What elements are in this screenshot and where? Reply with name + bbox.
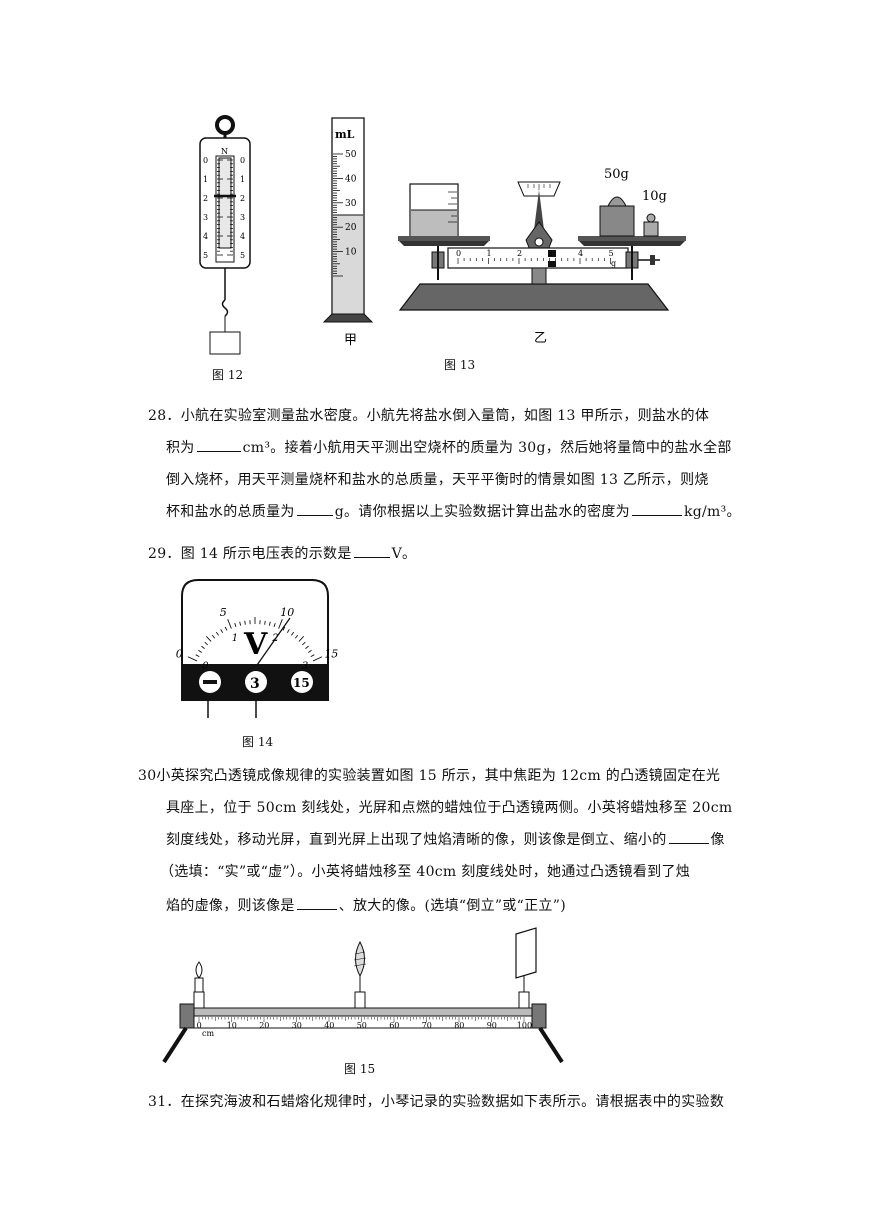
spring-scale-label-left: 5 (203, 251, 208, 260)
spring-scale-label-right: 0 (240, 156, 245, 165)
bench-tick-label: 90 (487, 1021, 497, 1030)
balance-label: 乙 (534, 331, 547, 346)
question-31-number: 31． (148, 1094, 181, 1110)
voltmeter-inner-label: 3 (302, 661, 308, 672)
beam-tick-label: 2 (517, 249, 522, 258)
question-28-line-3: 倒入烧杯，用天平测量烧杯和盐水的总质量，天平平衡时的情景如图 13 乙所示，则烧 (166, 472, 709, 488)
beam-tick-label: 0 (456, 249, 461, 258)
answer-blank-voltage[interactable] (353, 543, 390, 558)
question-30-line-4: （选填：“实”或“虚”）。小英将蜡烛移至 40cm 刻度线处时，她通过凸透镜看到… (160, 864, 691, 880)
voltmeter-outer-label: 10 (280, 606, 294, 619)
terminal-15: 15 (293, 676, 310, 690)
question-30-line-3: 刻度线处，移动光屏，直到光屏上出现了烛焰清晰的像，则该像是倒立、缩小的像 (166, 824, 725, 856)
terminal-3: 3 (250, 676, 260, 692)
voltmeter-symbol: V (243, 627, 268, 662)
cylinder-label: 甲 (344, 333, 357, 348)
beam-tick-label: 5 (609, 249, 614, 258)
figure-14-voltmeter: 0510150123 V 3 15 (176, 579, 338, 718)
weight-small-label: 10g (642, 189, 667, 204)
bench-unit: cm (202, 1029, 214, 1038)
figure-15-optical-bench: 0 10 20 30 40 50 60 70 80 90 100 cm (162, 927, 564, 1064)
question-28-number: 28． (148, 408, 181, 424)
answer-blank-orientation[interactable] (296, 895, 337, 910)
bench-tick-label: 0 (197, 1021, 202, 1030)
figure-13-graduated-cylinder: mL 50 40 30 20 10 甲 (322, 117, 374, 348)
question-30-number: 30 (138, 768, 157, 784)
voltmeter-outer-label: 5 (220, 606, 227, 619)
cylinder-tick-label: 40 (345, 174, 357, 184)
bench-tick-label: 70 (422, 1021, 432, 1030)
figure-13-balance: 50g 10g 0 1 2 3 4 5 g 乙 (398, 167, 686, 346)
answer-blank-total-mass[interactable] (296, 501, 333, 516)
weight-large-label: 50g (604, 167, 629, 182)
answer-blank-image-type[interactable] (668, 829, 709, 844)
answer-blank-volume[interactable] (196, 437, 241, 452)
figure-15-caption: 图 15 (344, 1062, 376, 1076)
question-30-line-2: 具座上，位于 50cm 刻线处，光屏和点燃的蜡烛位于凸透镜两侧。小英将蜡烛移至 … (166, 800, 733, 816)
voltmeter-inner-label: 0 (202, 661, 209, 672)
spring-scale-label-left: 2 (203, 194, 208, 203)
spring-scale-label-left: 4 (203, 232, 208, 241)
cylinder-tick-label: 50 (345, 150, 357, 160)
cylinder-unit: mL (335, 128, 355, 141)
bench-tick-label: 20 (259, 1021, 269, 1030)
question-31: 31．在探究海波和石蜡熔化规律时，小琴记录的实验数据如下表所示。请根据表中的实验… (148, 1094, 725, 1110)
terminal-negative (203, 680, 217, 684)
beam-tick-label: 3 (548, 249, 553, 258)
cylinder-tick-label: 10 (345, 248, 357, 258)
beam-tick-label: 4 (578, 249, 583, 258)
bench-tick-label: 40 (324, 1021, 334, 1030)
figure-12-spring-scale: N 0 1 2 3 4 5 0 1 2 3 4 5 (199, 115, 251, 355)
cylinder-tick-label: 30 (345, 199, 357, 209)
question-30-line-5: 焰的虚像，则该像是、放大的像。(选填“倒立”或“正立”) (166, 890, 566, 922)
figure-14-caption: 图 14 (242, 735, 274, 749)
bench-tick-label: 80 (454, 1021, 464, 1030)
voltmeter-inner-label: 1 (232, 633, 238, 644)
voltmeter-outer-label: 0 (176, 647, 183, 660)
spring-scale-label-right: 3 (240, 213, 245, 222)
spring-scale-label-left: 1 (203, 175, 208, 184)
bench-tick-label: 60 (389, 1021, 399, 1030)
spring-scale-label-left: 0 (203, 156, 208, 165)
bench-tick-label: 30 (292, 1021, 302, 1030)
spring-scale-label-right: 4 (240, 232, 245, 241)
cylinder-tick-label: 20 (345, 223, 357, 233)
answer-blank-density[interactable] (631, 501, 682, 516)
figure-12-caption: 图 12 (212, 368, 244, 382)
spring-scale-label-left: 3 (203, 213, 208, 222)
bench-tick-label: 50 (357, 1021, 367, 1030)
spring-scale-unit: N (221, 147, 228, 156)
voltmeter-outer-label: 15 (324, 647, 338, 660)
question-29-number: 29． (148, 546, 181, 562)
bench-tick-label: 100 (517, 1021, 532, 1030)
spring-scale-label-right: 2 (240, 194, 245, 203)
spring-scale-label-right: 5 (240, 251, 245, 260)
question-28: 28．小航在实验室测量盐水密度。小航先将盐水倒入量筒，如图 13 甲所示，则盐水… (148, 408, 710, 424)
beam-unit: g (611, 259, 616, 268)
figure-13-caption: 图 13 (444, 358, 476, 372)
bench-tick-label: 10 (227, 1021, 237, 1030)
beam-tick-label: 1 (487, 249, 492, 258)
spring-scale-label-right: 1 (240, 175, 245, 184)
question-30: 30小英探究凸透镜成像规律的实验装置如图 15 所示，其中焦距为 12cm 的凸… (138, 768, 721, 784)
